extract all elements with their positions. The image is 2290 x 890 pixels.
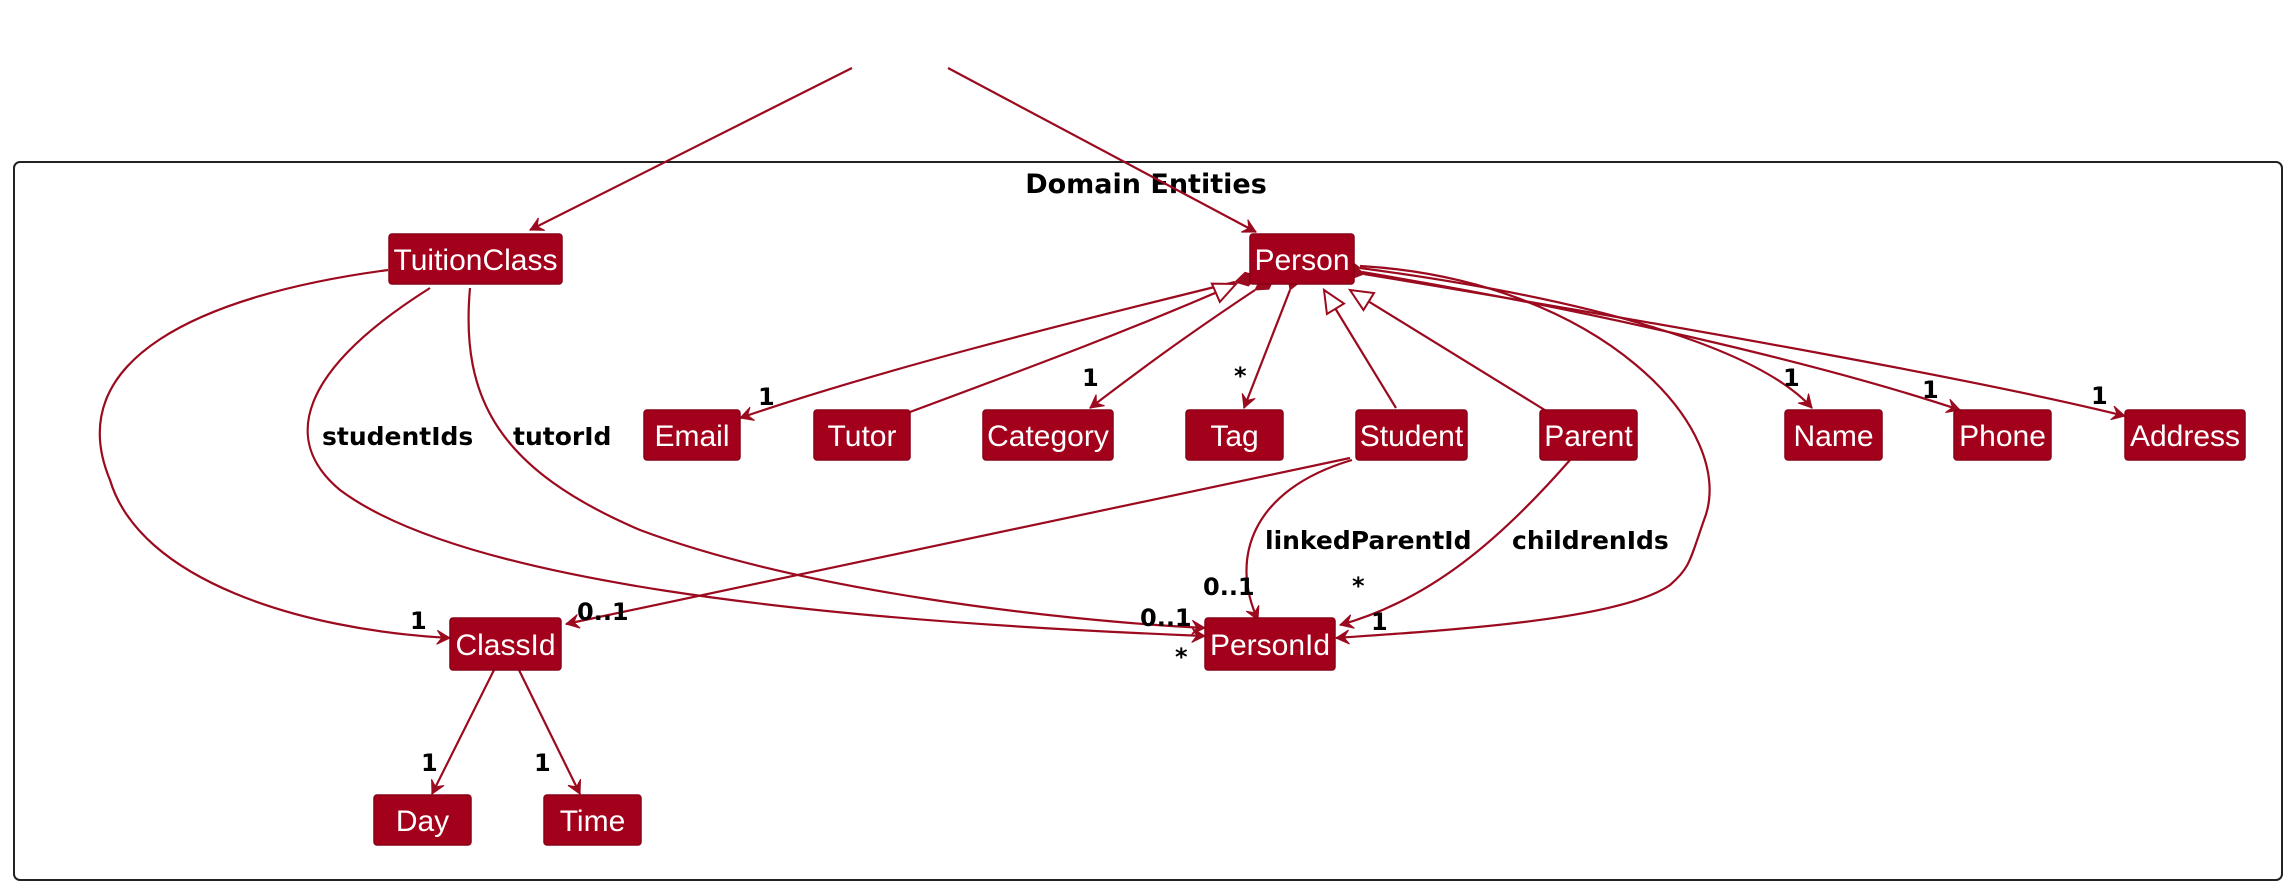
mult-classid-student: 0..1 [577, 598, 629, 626]
mult-classid-tuition: 1 [410, 607, 427, 635]
edge-external-to-tuitionclass [529, 67, 853, 231]
edge-classid-day [431, 667, 496, 795]
mult-address: 1 [2091, 382, 2108, 410]
class-name[interactable]: Name [1784, 409, 1883, 461]
role-linkedparentid: linkedParentId [1265, 526, 1472, 555]
svg-text:Person: Person [1254, 244, 1349, 277]
mult-tag: * [1234, 362, 1247, 390]
edge-person-category [1089, 276, 1276, 409]
role-childrenids: childrenIds [1512, 526, 1669, 555]
mult-day: 1 [421, 749, 438, 777]
edge-classid-time [517, 667, 582, 795]
svg-text:Tag: Tag [1210, 420, 1258, 453]
class-person[interactable]: Person [1249, 233, 1355, 285]
class-tag[interactable]: Tag [1185, 409, 1284, 461]
class-category[interactable]: Category [982, 409, 1114, 461]
role-tutorid: tutorId [513, 422, 611, 451]
svg-text:Email: Email [654, 420, 729, 453]
svg-text:Category: Category [987, 420, 1109, 453]
edge-parent-childrenids [1338, 459, 1571, 629]
svg-text:Student: Student [1360, 420, 1464, 453]
class-phone[interactable]: Phone [1953, 409, 2052, 461]
svg-text:Day: Day [396, 805, 449, 838]
svg-text:Parent: Parent [1544, 420, 1633, 453]
mult-personid-children: * [1352, 572, 1365, 600]
svg-text:Phone: Phone [1959, 420, 2046, 453]
edge-tutor-extends-person [909, 282, 1239, 414]
class-student[interactable]: Student [1355, 409, 1468, 461]
edge-student-linkedparentid [1245, 458, 1353, 621]
mult-name: 1 [1783, 364, 1800, 392]
class-day[interactable]: Day [373, 794, 472, 846]
edge-tuitionclass-classid [98, 268, 452, 645]
package-frame [13, 161, 2283, 881]
edge-person-email [739, 271, 1260, 421]
class-parent[interactable]: Parent [1539, 409, 1638, 461]
edge-tuitionclass-studentids [306, 287, 1207, 643]
class-email[interactable]: Email [643, 409, 741, 461]
class-time[interactable]: Time [543, 794, 642, 846]
svg-text:Tutor: Tutor [828, 420, 897, 453]
mult-personid-person: 1 [1371, 608, 1388, 636]
edge-person-personid [1334, 264, 1711, 645]
mult-category: 1 [1082, 364, 1099, 392]
mult-time: 1 [534, 749, 551, 777]
mult-email: 1 [758, 383, 775, 411]
class-address[interactable]: Address [2124, 409, 2246, 461]
svg-text:Address: Address [2130, 420, 2240, 453]
mult-personid-students: * [1175, 643, 1188, 671]
class-tuitionclass[interactable]: TuitionClass [388, 233, 563, 285]
class-personid[interactable]: PersonId [1204, 617, 1336, 671]
role-studentids: studentIds [322, 422, 473, 451]
edge-person-tag [1241, 266, 1302, 409]
svg-text:TuitionClass: TuitionClass [394, 244, 558, 277]
edge-tuitionclass-tutorid [467, 287, 1207, 635]
edge-person-address [1339, 264, 2127, 421]
mult-personid-linkedparent: 0..1 [1203, 573, 1255, 601]
mult-personid-tutor: 0..1 [1140, 604, 1192, 632]
edge-parent-extends-person [1347, 288, 1549, 413]
edge-student-extends-person [1322, 287, 1397, 409]
class-tutor[interactable]: Tutor [813, 409, 911, 461]
svg-text:PersonId: PersonId [1210, 629, 1330, 662]
svg-text:Name: Name [1793, 420, 1873, 453]
edge-student-classid [564, 456, 1351, 629]
svg-text:ClassId: ClassId [455, 629, 555, 662]
edge-external-to-person [947, 67, 1257, 233]
mult-phone: 1 [1922, 376, 1939, 404]
class-classid[interactable]: ClassId [449, 617, 562, 671]
svg-text:Time: Time [560, 805, 626, 838]
